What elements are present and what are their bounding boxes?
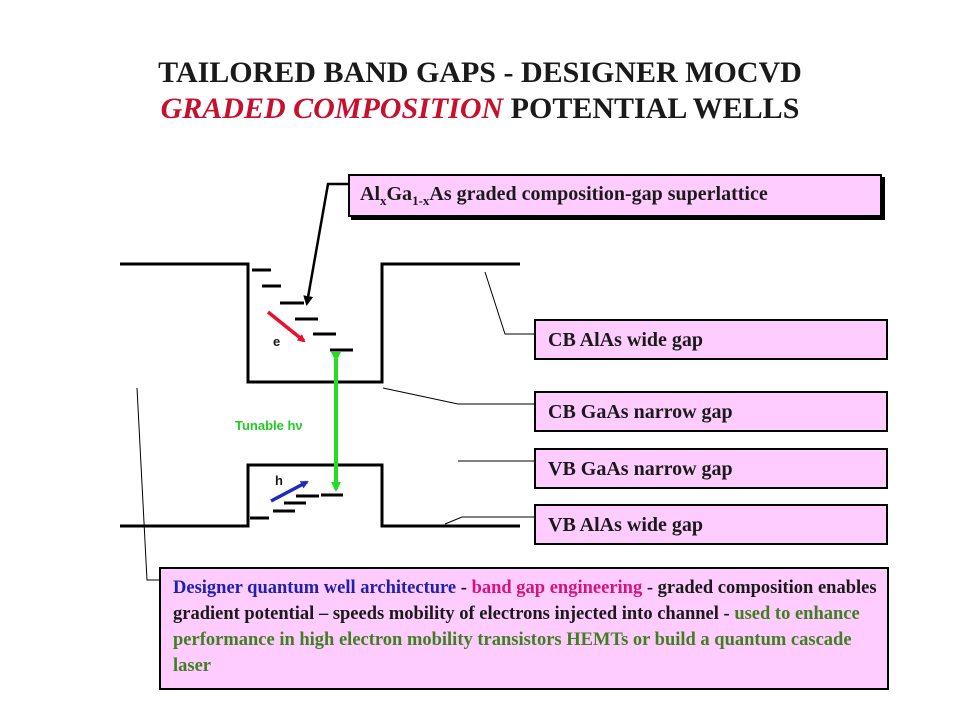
hole-label: h [275, 473, 283, 488]
superlattice-label-box: AlxGa1-xAs graded composition-gap superl… [348, 174, 882, 217]
vb-gaas-label: VB GaAs narrow gap [534, 448, 888, 489]
desc-gradient: - graded composition enables gradient po… [173, 578, 877, 624]
conduction-band-edge [120, 262, 520, 384]
superlattice-pointer [303, 182, 348, 306]
callout-leaders [136, 271, 534, 581]
title-emphasis: GRADED COMPOSITION [160, 92, 504, 125]
slide-title-line1: TAILORED BAND GAPS - DESIGNER MOCVD [158, 56, 802, 89]
title-rest: POTENTIAL WELLS [503, 92, 800, 125]
cb-gaas-label: CB GaAs narrow gap [534, 391, 888, 432]
hole-arrow [270, 480, 309, 503]
slide-title-line2: GRADED COMPOSITION POTENTIAL WELLS [0, 92, 960, 126]
tunable-photon-label: Tunable hν [235, 418, 303, 433]
description-box: Designer quantum well architecture - ban… [159, 567, 889, 690]
desc-architecture: Designer quantum well architecture [173, 578, 457, 598]
desc-engineering: band gap engineering [471, 578, 643, 598]
vb-alas-label: VB AlAs wide gap [534, 504, 888, 545]
valence-band-edge [120, 463, 520, 528]
electron-label: e [273, 334, 280, 349]
cb-alas-label: CB AlAs wide gap [534, 319, 888, 360]
desc-applications: used to enhance performance in high elec… [173, 604, 860, 676]
electron-arrow [266, 310, 306, 343]
